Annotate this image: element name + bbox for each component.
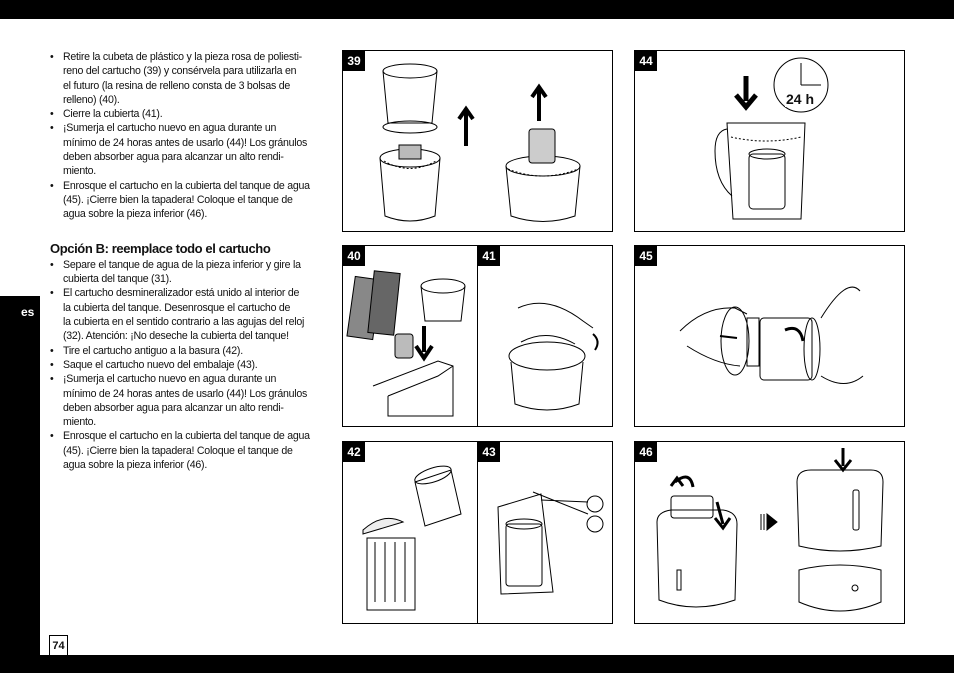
top-bar — [0, 0, 954, 19]
figure-44: 44 24 h — [634, 50, 905, 232]
bullet-item: ¡Sumerja el cartucho nuevo en agua duran… — [50, 372, 322, 429]
intro-list: Retire la cubeta de plástico y la pieza … — [50, 50, 322, 222]
panel-divider — [477, 442, 478, 623]
bullet-item: Saque el cartucho nuevo del embalaje (43… — [50, 358, 322, 373]
dispose-and-unpack-illustration — [362, 465, 604, 611]
figure-number: 45 — [635, 246, 657, 266]
figure-number: 46 — [635, 442, 657, 462]
bullet-item: ¡Sumerja el cartucho nuevo en agua duran… — [50, 121, 322, 178]
bullet-item: El cartucho desmineralizador está unido … — [50, 286, 322, 343]
reassemble-humidifier-illustration — [656, 448, 884, 612]
bullet-item: Enrosque el cartucho en la cubierta del … — [50, 429, 322, 472]
bullet-item: Enrosque el cartucho en la cubierta del … — [50, 179, 322, 222]
language-label: es — [21, 305, 35, 319]
bottom-bar — [0, 655, 954, 673]
figure-42-43: 42 43 — [342, 441, 613, 624]
figure-number: 40 — [343, 246, 365, 266]
figure-number: 44 — [635, 51, 657, 71]
page-number: 74 — [49, 635, 68, 656]
bullet-item: Separe el tanque de agua de la pieza inf… — [50, 258, 322, 287]
figure-40-41: 40 41 — [342, 245, 613, 427]
bullet-item: Cierre la cubierta (41). — [50, 107, 322, 122]
refill-and-cover-illustration — [346, 270, 599, 417]
bullet-item: Retire la cubeta de plástico y la pieza … — [50, 50, 322, 107]
figure-number: 42 — [343, 442, 365, 462]
figure-number: 41 — [478, 246, 500, 266]
figure-number: 43 — [478, 442, 500, 462]
screw-cartridge-illustration — [679, 286, 864, 384]
figure-number: 39 — [343, 51, 365, 71]
soak-cartridge-illustration — [714, 57, 829, 220]
clock-label: 24 h — [785, 91, 816, 107]
figure-45: 45 — [634, 245, 905, 427]
option-b-list: Separe el tanque de agua de la pieza inf… — [50, 258, 322, 472]
figure-39: 39 — [342, 50, 613, 232]
panel-divider — [477, 246, 478, 426]
option-b-heading: Opción B: reemplace todo el cartucho — [50, 240, 271, 256]
instruction-text: Retire la cubeta de plástico y la pieza … — [50, 50, 322, 472]
figure-46: 46 — [634, 441, 905, 624]
cartridge-open-illustration — [379, 63, 581, 222]
language-tab: es — [0, 296, 40, 656]
bullet-item: Tire el cartucho antiguo a la basura (42… — [50, 344, 322, 359]
